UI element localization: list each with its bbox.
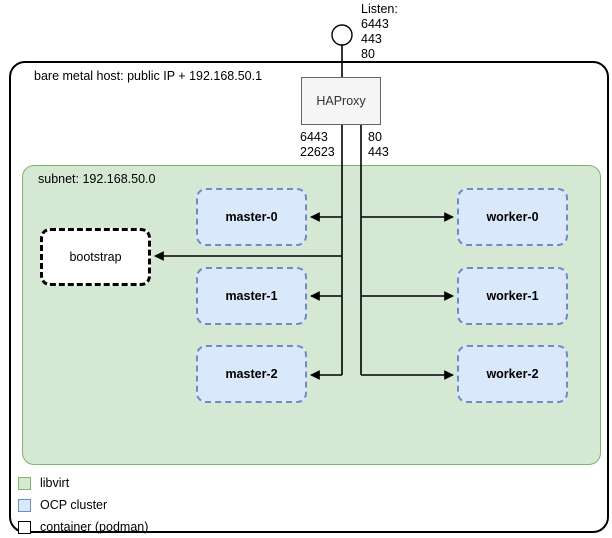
bootstrap-label: bootstrap	[69, 250, 122, 264]
legend-item-libvirt: libvirt	[18, 477, 69, 490]
node-label: master-1	[225, 289, 278, 303]
legend-label: libvirt	[40, 476, 70, 490]
bare-metal-host-label: bare metal host: public IP + 192.168.50.…	[34, 69, 263, 83]
node-worker-1[interactable]: worker-1	[457, 267, 568, 325]
haproxy-listen-ports-label: Listen: 6443 443 80	[361, 2, 398, 61]
node-worker-0[interactable]: worker-0	[457, 188, 568, 246]
haproxy-control-plane-ports-label: 6443 22623	[300, 130, 335, 159]
node-label: master-0	[225, 210, 278, 224]
legend-item-container-podman: container (podman)	[18, 521, 148, 534]
node-label: worker-2	[486, 367, 539, 381]
legend-swatch-libvirt	[18, 477, 31, 490]
haproxy-ingress-ports-label: 80 443	[368, 130, 389, 159]
node-master-1[interactable]: master-1	[196, 267, 307, 325]
bootstrap-node[interactable]: bootstrap	[40, 228, 151, 286]
node-label: worker-0	[486, 210, 539, 224]
legend-swatch-ocp-cluster	[18, 499, 31, 512]
node-label: master-2	[225, 367, 278, 381]
node-master-2[interactable]: master-2	[196, 345, 307, 403]
node-worker-2[interactable]: worker-2	[457, 345, 568, 403]
subnet-label: subnet: 192.168.50.0	[38, 172, 156, 186]
node-master-0[interactable]: master-0	[196, 188, 307, 246]
legend-swatch-container	[18, 521, 31, 534]
node-label: worker-1	[486, 289, 539, 303]
legend-item-ocp-cluster: OCP cluster	[18, 499, 107, 512]
haproxy-label: HAProxy	[316, 94, 366, 108]
public-endpoint-circle	[331, 24, 353, 46]
legend-label: OCP cluster	[40, 498, 108, 512]
legend-label: container (podman)	[40, 520, 149, 534]
haproxy-box[interactable]: HAProxy	[301, 77, 381, 125]
